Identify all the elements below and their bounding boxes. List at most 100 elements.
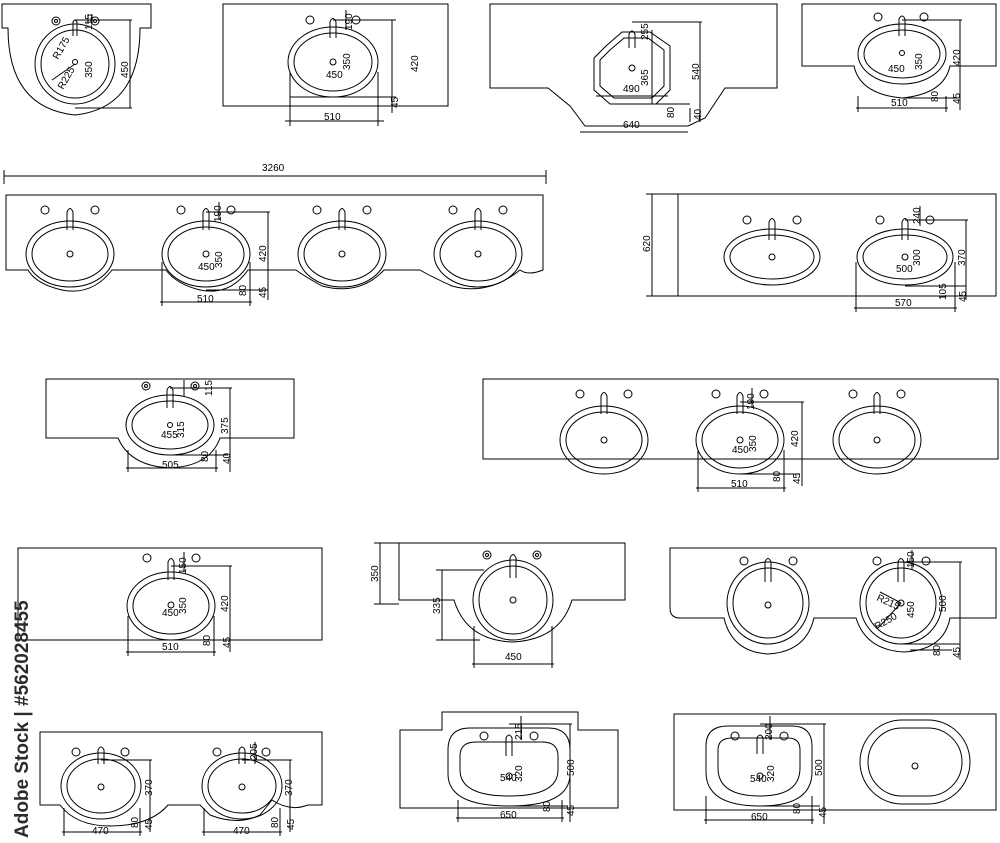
drain-icon [167,422,173,428]
dim-bowl-h: 320 [514,765,525,782]
drawing-countertop-single-notched: 115 455 315 375 80 40 505 [45,378,295,472]
faucet-icon [66,208,74,230]
tap-handle-icon [226,205,236,215]
dim-bowl-w: 540 [500,773,517,784]
dim-front: 80 [772,470,783,482]
countertop-outline [5,194,544,292]
dim-top: 115 [84,14,95,30]
faucet-icon [901,218,909,240]
drain-icon [897,599,905,607]
dim-r-inner: R215 [875,593,902,613]
countertop-outline [17,547,323,641]
dim-height: 420 [410,55,421,72]
drawing-wall-basin-round: R175 R225 115 350 450 [1,3,152,116]
dimension-lines [696,388,804,492]
drain-icon [628,64,636,72]
bowl-inner [701,411,779,469]
drain-icon [66,250,74,258]
tap-handle-icon [90,205,100,215]
dim-width: 570 [895,298,912,309]
faucet-icon [474,208,482,230]
drawing-countertop-quad-basin: 3260 190 450 350 420 80 45 510 [3,163,547,306]
dim-bottom: 45 [566,804,577,816]
tap-handle-icon [144,384,148,388]
tap-handle-icon [191,553,201,563]
dim-bowl-h: 350 [748,435,759,452]
faucet-icon [756,734,764,754]
faucet-icon [238,746,246,764]
tap-handle-icon [623,389,633,399]
dim-bowl-h: 350 [214,251,225,268]
dim-depth: 620 [642,235,653,252]
dim-height: 500 [566,759,577,776]
faucet-icon [600,392,608,414]
dim-bottom: 45 [958,290,969,302]
tap-handle-icon [482,550,492,560]
bowl-inner [132,577,210,635]
bowl-inner [478,565,548,635]
dim-height: 420 [220,595,231,612]
dim-top: 215 [514,723,525,740]
watermark: Adobe Stock | #562028455 [12,600,33,838]
faucet-icon [873,392,881,414]
bowl-inner [867,727,963,797]
dim-width: 470 [233,826,250,837]
dim-width: 450 [505,652,522,663]
dim-height: 420 [790,430,801,447]
tap-handle-icon [742,215,752,225]
dimension-lines [160,202,270,306]
faucet-icon [764,558,772,582]
dim-height: 500 [938,595,949,612]
faucet-icon [329,18,337,38]
faucet-icon [509,554,517,578]
bowl-outer [433,220,523,288]
dim-bowl-w: 450 [326,70,343,81]
countertop-outline [669,547,997,655]
dimension-lines [126,552,232,656]
bowl-inner [865,567,937,639]
bowl-inner [565,411,643,469]
tap-handle-icon [305,15,315,25]
dim-bottom: 45 [222,636,233,648]
drain-icon [736,436,744,444]
countertop-outline [39,731,323,827]
bowl-inner [293,32,373,92]
dim-top: 255 [640,23,651,40]
dim-left: 350 [370,565,381,582]
dim-top: 190 [746,393,757,410]
bowl-outer [856,228,954,286]
bowl-inner [66,758,136,814]
drawing-countertop-oval-notched: 450 350 420 80 45 510 [801,3,997,112]
dim-height: 370 [144,779,155,796]
tap-handle-icon [90,16,100,26]
dim-top: 150 [906,551,917,568]
bowl-outer [695,405,785,475]
tap-handle-icon [312,205,322,215]
dim-front: 80 [930,90,941,102]
tap-handle-icon [362,205,372,215]
tap-handle-icon [448,205,458,215]
drain-icon [167,601,175,609]
drain-icon [756,772,764,780]
drain-icon [768,253,776,261]
bowl-outer [472,559,554,641]
drawing-countertop-triple-basin: 190 450 350 420 80 45 510 [482,378,999,492]
tap-handle-icon [875,215,885,225]
dim-bottom: 45 [952,92,963,104]
dim-depth: 335 [432,597,443,614]
dim-width: 640 [623,120,640,131]
drain-icon [329,58,337,66]
drawing-countertop-double-curved: 370 80 45 470 205 370 80 45 470 [39,731,323,837]
dimension-lines [285,10,396,126]
countertop-outline [399,711,619,809]
faucet-icon [97,746,105,764]
bowl-outer [201,752,283,820]
tap-handle-icon [730,731,740,741]
drain-icon [901,253,909,261]
dim-width: 650 [751,812,768,823]
dim-top: 240 [912,207,923,224]
drawing-countertop-double-round: 150 R215 R250 450 500 80 45 [669,547,997,660]
dim-bowl-w: 450 [888,64,905,75]
bowl-outer [161,220,251,288]
